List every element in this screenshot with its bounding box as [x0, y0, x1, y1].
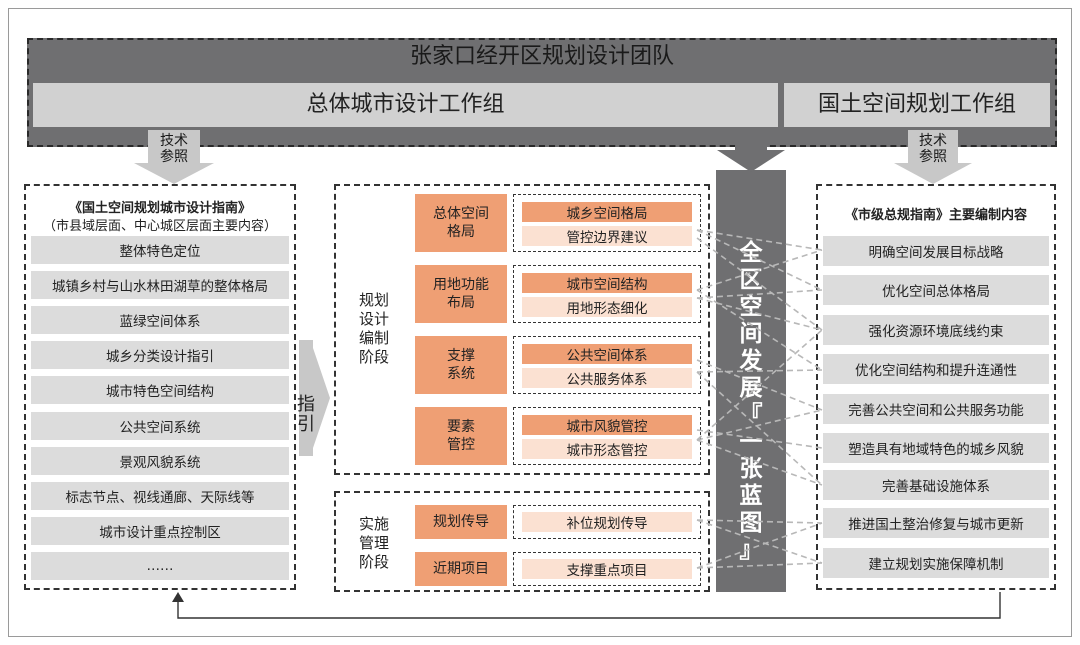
bar-char: 张	[739, 456, 763, 482]
right-guide-panel	[816, 184, 1056, 590]
guide-label-char: 指	[297, 394, 315, 415]
right-item: 明确空间发展目标战略	[823, 236, 1049, 266]
design-item: 公共服务体系	[522, 368, 692, 388]
design-block-items	[513, 194, 701, 252]
ref-label-right-line1: 技术	[919, 133, 947, 149]
design-stage-label: 规划 设计 编制 阶段	[348, 291, 400, 367]
design-block-label: 支撑 系统	[415, 336, 507, 394]
design-stage-line: 设计	[358, 310, 389, 328]
bar-char: 图	[739, 510, 763, 536]
feedback-loop-line	[177, 592, 1001, 619]
block-label-line: 要素	[447, 419, 475, 435]
left-item: ……	[31, 552, 289, 580]
left-item: 整体特色定位	[31, 236, 289, 264]
ref-label-left-line1: 技术	[160, 133, 188, 149]
reference-arrow-right	[894, 130, 972, 184]
implementation-stage-label: 实施 管理 阶段	[348, 515, 400, 572]
left-item: 城市特色空间结构	[31, 376, 289, 404]
block-label-line: 用地功能	[433, 277, 489, 293]
impl-block-label: 近期项目	[415, 552, 507, 586]
implementation-stage-box	[334, 491, 710, 592]
right-item: 完善公共空间和公共服务功能	[823, 394, 1049, 424]
design-block-items	[513, 336, 701, 394]
block-label-line: 管控	[447, 437, 475, 453]
block-label-line: 布局	[447, 295, 475, 311]
impl-stage-line: 管理	[358, 534, 389, 552]
left-guide-panel	[24, 184, 296, 590]
outer-frame	[8, 8, 1072, 637]
urban-design-group: 总体城市设计工作组	[33, 83, 778, 127]
block-label-line: 支撑	[447, 348, 475, 364]
block-label-line: 总体空间	[433, 206, 489, 222]
right-panel-title: 《市级总规指南》主要编制内容	[844, 208, 1027, 223]
ref-label-left: 技术 参照	[152, 133, 196, 165]
design-item: 城市风貌管控	[522, 415, 692, 435]
design-stage-line: 编制	[358, 329, 389, 347]
impl-block-label: 规划传导	[415, 505, 507, 539]
right-item: 优化空间总体格局	[823, 275, 1049, 305]
team-title: 张家口经开区规划设计团队	[409, 44, 674, 69]
guide-label-char: 引	[297, 414, 315, 435]
right-item: 完善基础设施体系	[823, 470, 1049, 500]
spatial-planning-group: 国土空间规划工作组	[784, 83, 1050, 127]
right-item: 优化空间结构和提升连通性	[823, 354, 1049, 384]
bar-char: 发	[739, 348, 763, 374]
left-item: 蓝绿空间体系	[31, 306, 289, 334]
reference-arrow-left	[134, 130, 214, 184]
mapping-lines	[696, 229, 823, 569]
right-item: 建立规划实施保障机制	[823, 548, 1049, 578]
design-item: 用地形态细化	[522, 297, 692, 317]
impl-item: 补位规划传导	[522, 512, 692, 532]
design-block-label: 总体空间 格局	[415, 194, 507, 252]
design-item: 城乡空间格局	[522, 202, 692, 222]
impl-stage-line: 实施	[358, 515, 389, 533]
design-block-items	[513, 265, 701, 323]
left-item: 城市设计重点控制区	[31, 517, 289, 545]
left-item: 城乡分类设计指引	[31, 341, 289, 369]
impl-block-items	[513, 552, 701, 586]
design-item: 城市空间结构	[522, 273, 692, 293]
bar-char: 全	[739, 240, 763, 266]
team-to-bar-arrow	[717, 127, 785, 172]
bar-char: 』	[739, 537, 763, 563]
left-item: 城镇乡村与山水林田湖草的整体格局	[31, 271, 289, 299]
left-item: 标志节点、视线通廊、天际线等	[31, 482, 289, 510]
design-item: 管控边界建议	[522, 226, 692, 246]
left-item: 景观风貌系统	[31, 447, 289, 475]
design-stage-line: 阶段	[358, 348, 389, 366]
design-item: 公共空间体系	[522, 344, 692, 364]
design-stage-line: 规划	[358, 291, 389, 309]
bar-char: 『	[739, 402, 763, 428]
guide-label: 指 引	[295, 395, 317, 435]
left-panel-title: 《国土空间规划城市设计指南》	[68, 201, 251, 216]
block-label-line: 系统	[447, 366, 475, 382]
guide-arrow	[299, 340, 330, 456]
left-panel-subtitle: （市县域层面、中心城区层面主要内容）	[42, 219, 277, 234]
design-block-label: 用地功能 布局	[415, 265, 507, 323]
design-stage-box	[334, 184, 710, 475]
bar-char: 展	[739, 375, 763, 401]
blueprint-bar-text: 全 区 空 间 发 展 『 一 张 蓝 图 』	[716, 240, 786, 564]
right-item: 强化资源环境底线约束	[823, 315, 1049, 345]
bar-char: 一	[739, 429, 763, 455]
impl-item: 支撑重点项目	[522, 559, 692, 579]
impl-stage-line: 阶段	[358, 553, 389, 571]
right-item: 塑造具有地域特色的城乡风貌	[823, 433, 1049, 463]
left-item: 公共空间系统	[31, 412, 289, 440]
feedback-arrowhead	[172, 592, 184, 602]
bar-char: 区	[739, 267, 763, 293]
ref-label-right-line2: 参照	[919, 149, 947, 165]
right-item: 推进国土整治修复与城市更新	[823, 508, 1049, 538]
bar-char: 蓝	[739, 483, 763, 509]
block-label-line: 格局	[447, 224, 475, 240]
ref-label-left-line2: 参照	[160, 149, 188, 165]
design-item: 城市形态管控	[522, 439, 692, 459]
design-block-label: 要素 管控	[415, 407, 507, 465]
ref-label-right: 技术 参照	[911, 133, 955, 165]
